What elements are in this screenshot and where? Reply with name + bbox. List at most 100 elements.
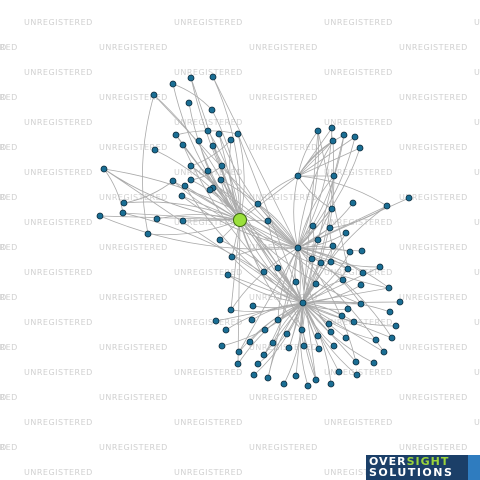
entity-node: [235, 348, 243, 356]
edge: [297, 247, 363, 252]
entity-node: [330, 342, 338, 350]
edge: [302, 251, 351, 304]
watermark-text: UNREGISTERED: [0, 393, 18, 402]
edge: [103, 168, 304, 304]
edge: [156, 214, 241, 221]
entity-node: [353, 371, 361, 379]
entity-node: [312, 280, 320, 288]
edge: [302, 279, 344, 304]
watermark-text: UNREGISTERED: [174, 218, 243, 227]
edge: [251, 302, 304, 321]
edge: [153, 94, 241, 221]
watermark-text: UNREGISTERED: [174, 418, 243, 427]
edge: [302, 302, 349, 310]
edge: [297, 136, 356, 177]
logo-line-2: SOLUTIONS: [369, 466, 454, 479]
watermark-text: UNREGISTERED: [474, 218, 480, 227]
edge: [302, 302, 362, 305]
entity-node: [314, 332, 322, 340]
watermark-text: UNREGISTERED: [474, 368, 480, 377]
watermark-text: UNREGISTERED: [399, 293, 468, 302]
focus-entity-node: [233, 213, 247, 227]
watermark-text: UNREGISTERED: [174, 268, 243, 277]
watermark-text: UNREGISTERED: [24, 168, 93, 177]
entity-node: [356, 144, 364, 152]
entity-node: [151, 146, 159, 154]
watermark-text: UNREGISTERED: [99, 343, 168, 352]
entity-node: [314, 236, 322, 244]
edge: [297, 130, 319, 249]
edge: [257, 203, 299, 249]
watermark-text: UNREGISTERED: [474, 68, 480, 77]
edge: [239, 175, 299, 221]
entity-node: [309, 222, 317, 230]
watermark-text: UNREGISTERED: [24, 68, 93, 77]
entity-node: [358, 247, 366, 255]
entity-node: [274, 316, 282, 324]
entity-node: [249, 302, 257, 310]
entity-node: [204, 167, 212, 175]
entity-node: [342, 229, 350, 237]
edge: [215, 302, 304, 322]
entity-node: [328, 205, 336, 213]
edge: [227, 274, 304, 304]
entity-node: [372, 336, 380, 344]
entity-node: [269, 339, 277, 347]
entity-node: [357, 281, 365, 289]
entity-node: [234, 130, 242, 138]
edge: [230, 219, 241, 311]
entity-node: [392, 322, 400, 330]
entity-node: [298, 326, 306, 334]
watermark-text: UNREGISTERED: [174, 318, 243, 327]
entity-node: [376, 263, 384, 271]
watermark-text: UNREGISTERED: [399, 243, 468, 252]
edge: [297, 175, 333, 210]
entity-node: [179, 141, 187, 149]
watermark-text: UNREGISTERED: [174, 368, 243, 377]
entity-node: [169, 177, 177, 185]
entity-node: [228, 253, 236, 261]
watermark-text: UNREGISTERED: [324, 268, 393, 277]
watermark-text: UNREGISTERED: [249, 443, 318, 452]
watermark-text: UNREGISTERED: [249, 343, 318, 352]
entity-node: [330, 172, 338, 180]
entity-node: [327, 258, 335, 266]
edge: [99, 215, 299, 250]
entity-node: [246, 338, 254, 346]
edge: [277, 247, 299, 321]
watermark-text: UNREGISTERED: [0, 43, 18, 52]
watermark-text: UNREGISTERED: [99, 93, 168, 102]
watermark-text: UNREGISTERED: [0, 293, 18, 302]
entity-node: [325, 320, 333, 328]
entity-node: [169, 80, 177, 88]
entity-node: [292, 372, 300, 380]
edge: [297, 246, 351, 253]
entity-node: [209, 142, 217, 150]
watermark-text: UNREGISTERED: [324, 68, 393, 77]
watermark-text: UNREGISTERED: [324, 218, 393, 227]
watermark-text: UNREGISTERED: [99, 443, 168, 452]
edge: [302, 266, 381, 304]
entity-node: [264, 374, 272, 382]
entity-node: [294, 172, 302, 180]
node-group: [96, 73, 413, 390]
watermark-text: UNREGISTERED: [99, 143, 168, 152]
watermark-text: UNREGISTERED: [174, 118, 243, 127]
edge: [302, 302, 335, 347]
entity-node: [208, 106, 216, 114]
watermark-text: UNREGISTERED: [399, 193, 468, 202]
edge: [272, 302, 304, 344]
watermark-text: UNREGISTERED: [249, 293, 318, 302]
edge: [297, 134, 345, 249]
entity-node: [218, 342, 226, 350]
entity-node: [328, 124, 336, 132]
watermark-text: UNREGISTERED: [24, 468, 93, 477]
watermark-text: UNREGISTERED: [0, 143, 7, 152]
edge: [239, 219, 304, 304]
watermark-text: UNREGISTERED: [249, 193, 318, 202]
edge: [237, 219, 241, 365]
edge: [103, 168, 124, 214]
entity-node: [380, 348, 388, 356]
entity-node: [254, 200, 262, 208]
entity-node: [342, 334, 350, 342]
